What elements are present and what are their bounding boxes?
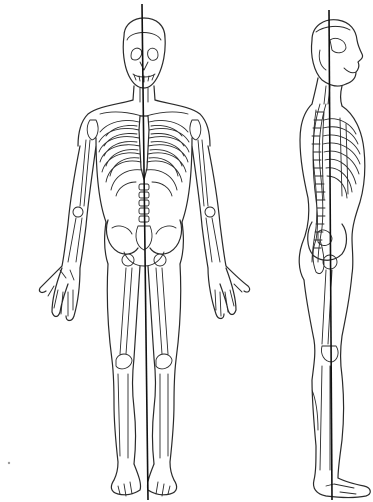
side-leg	[304, 270, 352, 480]
side-neck	[312, 78, 342, 106]
side-ribcage	[323, 118, 360, 198]
front-view-figure	[39, 4, 249, 500]
front-plumb-line	[142, 4, 148, 500]
side-torso-outline	[299, 104, 312, 280]
front-left-arm	[39, 140, 96, 321]
side-view-figure	[299, 10, 370, 500]
front-right-arm	[192, 140, 250, 319]
front-left-foot	[111, 464, 140, 495]
scan-speck	[8, 462, 10, 464]
front-left-leg	[107, 264, 140, 496]
front-right-leg	[147, 264, 180, 496]
side-foot	[314, 478, 371, 498]
front-left-hand	[39, 266, 80, 321]
front-right-foot	[147, 464, 176, 495]
front-right-hand	[208, 266, 250, 319]
